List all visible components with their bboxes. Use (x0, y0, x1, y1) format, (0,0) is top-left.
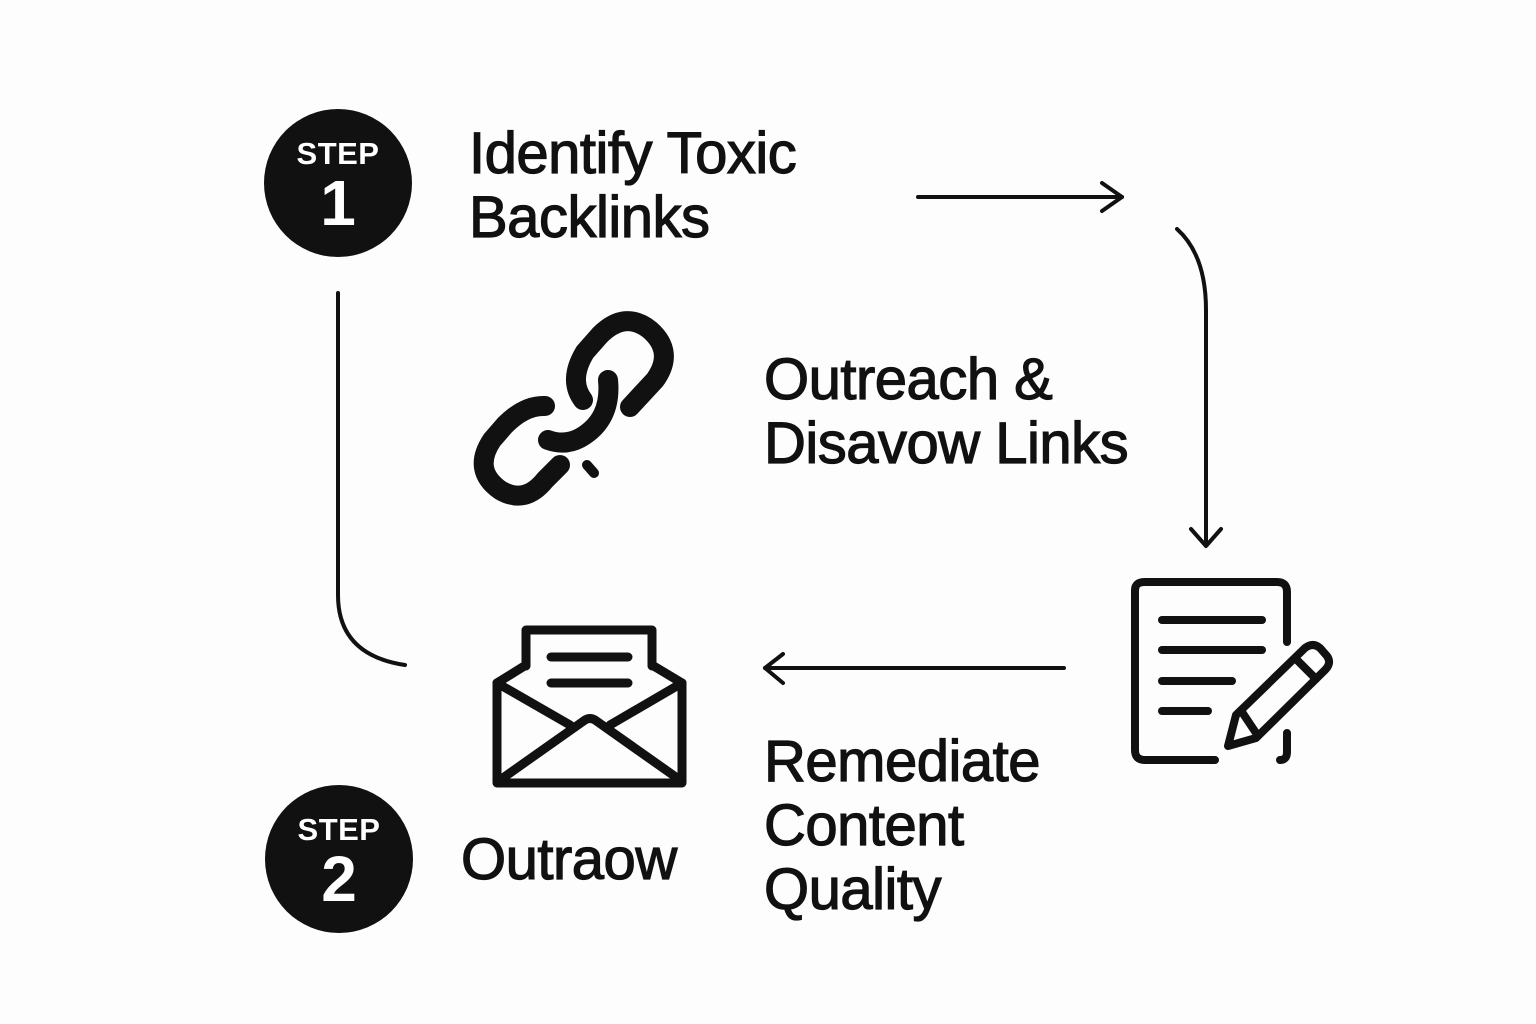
outreach-disavow-label: Outreach & Disavow Links (763, 347, 1129, 476)
broken-chain-link-icon (473, 311, 674, 506)
outraow-label: Outraow (460, 827, 677, 892)
step-1-number: 1 (320, 166, 356, 239)
step-1-badge: STEP 1 (264, 109, 412, 257)
arrow-right-connector (916, 181, 1124, 213)
step-1-word: STEP (296, 135, 380, 171)
left-curved-connector (336, 291, 407, 667)
step-2-number: 2 (321, 842, 357, 915)
open-envelope-icon (492, 625, 687, 788)
step-1-label: Identify Toxic Backlinks (468, 121, 797, 250)
curved-arrow-down-connector (1175, 227, 1223, 548)
step-2-badge: STEP 2 (265, 785, 413, 933)
step-2-word: STEP (297, 811, 381, 847)
arrow-left-connector (763, 652, 1066, 685)
document-edit-icon (1131, 578, 1334, 764)
remediate-content-label: Remediate Content Quality (763, 729, 1041, 922)
